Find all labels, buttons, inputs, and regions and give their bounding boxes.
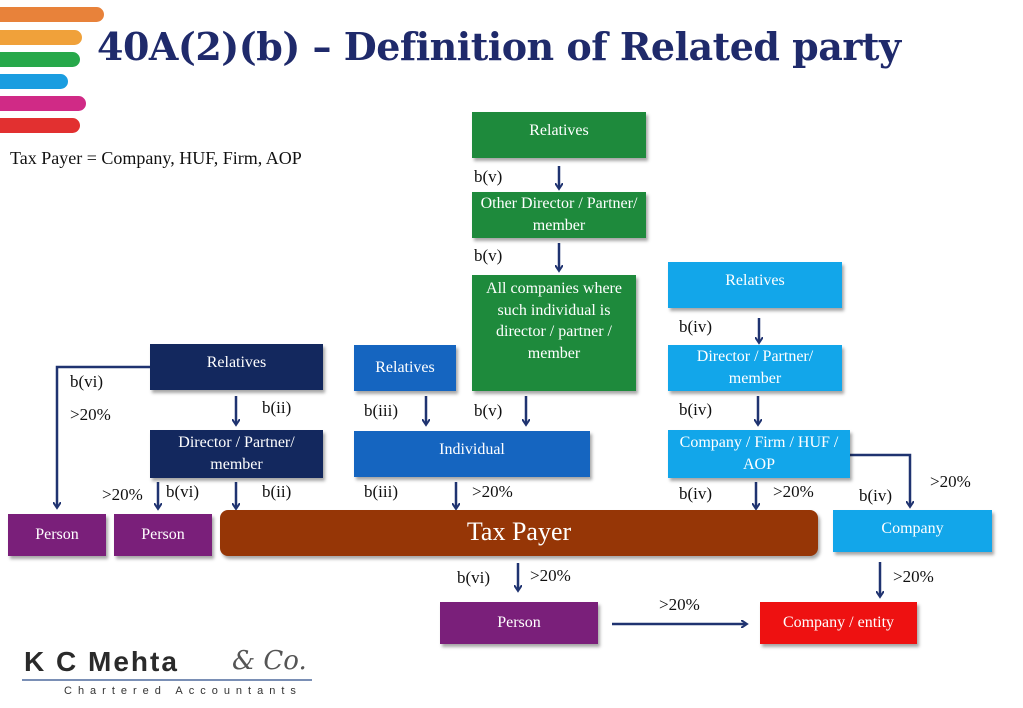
- person-box-2: Person: [114, 514, 212, 556]
- person-box-1: Person: [8, 514, 106, 556]
- other-director-label: Other Director / Partner/ member: [480, 195, 638, 234]
- director-right-box: Director / Partner/ member: [668, 345, 842, 391]
- threshold-label: >20%: [893, 567, 934, 586]
- threshold-label: >20%: [472, 482, 513, 501]
- relation-label: b(v): [474, 246, 503, 265]
- threshold-label: >20%: [659, 595, 700, 614]
- tax-payer-label: Tax Payer: [466, 517, 572, 546]
- relatives-mid-label: Relatives: [375, 359, 435, 377]
- logo-divider: [22, 679, 312, 681]
- relatives-mid-box: Relatives: [354, 345, 456, 391]
- header-stripe-orange: [0, 7, 104, 22]
- firm-logo-tagline: Chartered Accountants: [64, 685, 302, 697]
- header-stripe-blue: [0, 74, 68, 89]
- relation-label: b(vi): [166, 482, 200, 501]
- company-right-box: Company: [833, 510, 992, 552]
- firm-logo-co: & Co.: [232, 646, 307, 676]
- person-bottom-box: Person: [440, 602, 598, 644]
- header-stripe-green: [0, 52, 80, 67]
- person-2-label: Person: [141, 526, 185, 544]
- relation-label: b(v): [474, 167, 503, 186]
- company-right-label: Company: [881, 520, 944, 537]
- threshold-label: >20%: [530, 566, 571, 585]
- relation-label: b(iii): [364, 482, 398, 501]
- relation-label: b(iv): [679, 317, 713, 336]
- relation-label: b(iv): [859, 486, 893, 505]
- relation-label: b(vi): [457, 568, 491, 587]
- company-entity-label: Company / entity: [782, 614, 895, 632]
- director-left-box: Director / Partner/ member: [150, 430, 323, 478]
- relation-label: b(iii): [364, 401, 398, 420]
- person-1-label: Person: [35, 526, 79, 544]
- relation-label: b(v): [474, 401, 503, 420]
- threshold-label: >20%: [930, 472, 971, 491]
- relation-label: b(vi): [70, 372, 104, 391]
- header-stripe-red: [0, 118, 80, 133]
- company-entity-box: Company / entity: [760, 602, 917, 644]
- threshold-label: >20%: [70, 405, 111, 424]
- threshold-label: >20%: [102, 485, 143, 504]
- page-title: 40A(2)(b) – Definition of Related party: [97, 24, 901, 69]
- all-companies-box: All companies where such individual is d…: [472, 275, 636, 391]
- relatives-right-label: Relatives: [725, 272, 785, 289]
- relation-label: b(ii): [262, 482, 292, 501]
- company-firm-box: Company / Firm / HUF / AOP: [668, 430, 850, 478]
- relatives-top-label: Relatives: [529, 122, 589, 139]
- header-stripe-magenta: [0, 96, 86, 111]
- other-director-box: Other Director / Partner/ member: [472, 192, 646, 238]
- person-bottom-label: Person: [497, 614, 541, 632]
- relatives-left-label: Relatives: [206, 354, 267, 371]
- director-left-label: Director / Partner/ member: [178, 434, 295, 473]
- relation-label: b(iv): [679, 484, 713, 503]
- relation-label: b(ii): [262, 398, 292, 417]
- firm-logo-name: K C Mehta: [24, 646, 179, 677]
- relatives-left-box: Relatives: [150, 344, 323, 390]
- individual-box: Individual: [354, 431, 590, 477]
- relatives-top-box: Relatives: [472, 112, 646, 158]
- company-firm-label: Company / Firm / HUF / AOP: [679, 434, 839, 473]
- taxpayer-definition: Tax Payer = Company, HUF, Firm, AOP: [10, 148, 302, 168]
- all-companies-label: All companies where such individual is d…: [486, 280, 622, 362]
- header-stripe-amber: [0, 30, 82, 45]
- threshold-label: >20%: [773, 482, 814, 501]
- director-right-label: Director / Partner/ member: [696, 348, 814, 387]
- relatives-right-box: Relatives: [668, 262, 842, 308]
- relation-label: b(iv): [679, 400, 713, 419]
- tax-payer-box: Tax Payer: [220, 510, 818, 556]
- individual-label: Individual: [439, 441, 505, 458]
